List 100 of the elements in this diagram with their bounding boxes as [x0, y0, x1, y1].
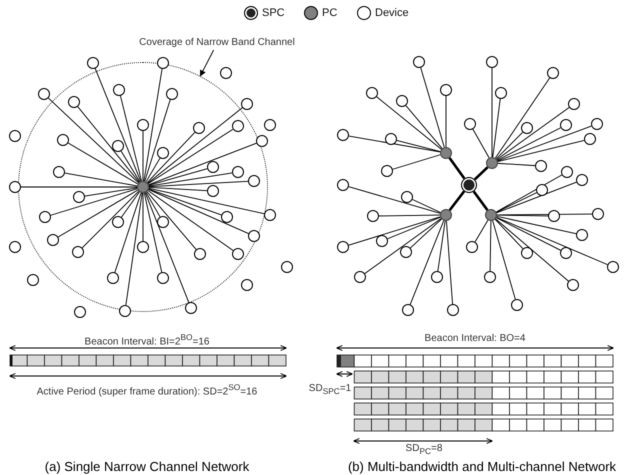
- link-line: [496, 216, 608, 266]
- device-node: [486, 56, 498, 68]
- link-line: [58, 190, 138, 238]
- interval-label: SD$_{PC}$=8: [406, 443, 442, 457]
- link-line: [144, 99, 171, 182]
- device-node: [381, 165, 393, 177]
- device-node: [157, 272, 169, 284]
- device-node: [281, 261, 293, 273]
- device-node: [232, 120, 244, 132]
- device-node: [354, 271, 366, 283]
- device-node: [521, 247, 533, 259]
- device-node: [440, 84, 452, 96]
- link-line: [120, 150, 140, 182]
- device-node: [57, 134, 69, 146]
- link-line: [492, 220, 516, 300]
- pc-node: [486, 157, 498, 169]
- link-line: [396, 140, 441, 152]
- link-line: [496, 127, 562, 161]
- device-node: [193, 122, 205, 134]
- link-line: [348, 136, 441, 152]
- link-line: [496, 182, 577, 214]
- link-line: [497, 126, 592, 162]
- device-node: [157, 147, 169, 159]
- device-node: [560, 247, 572, 259]
- interval-label: Beacon Interval: BI=2$^{BO}$=16: [84, 332, 210, 348]
- device-node: [39, 211, 51, 223]
- link-line: [348, 186, 441, 214]
- link-line: [497, 140, 585, 162]
- device-node: [107, 272, 119, 284]
- link-line: [77, 106, 140, 183]
- device-node: [207, 161, 219, 173]
- device-node: [53, 166, 65, 178]
- device-node: [112, 140, 124, 152]
- thick-link-line: [474, 166, 489, 180]
- link-line: [495, 218, 569, 282]
- device-node: [68, 96, 80, 108]
- device-node: [232, 248, 244, 260]
- link-line: [147, 190, 234, 251]
- link-line: [144, 68, 162, 182]
- link-line: [125, 192, 143, 306]
- link-line: [147, 107, 243, 184]
- device-node: [185, 302, 197, 314]
- link-line: [82, 190, 140, 248]
- legend-label: PC: [322, 7, 338, 19]
- link-line: [410, 220, 444, 305]
- link-line: [114, 192, 142, 273]
- link-line: [144, 192, 190, 303]
- link-line: [120, 95, 142, 182]
- link-line: [146, 191, 197, 250]
- link-line: [121, 191, 140, 218]
- link-line: [20, 186, 138, 188]
- device-node: [112, 216, 124, 228]
- device-node: [194, 248, 206, 260]
- link-line: [146, 192, 160, 218]
- device-node: [337, 241, 349, 253]
- device-node: [264, 119, 276, 131]
- caption: (a) Single Narrow Channel Network: [44, 459, 250, 475]
- link-line: [392, 154, 441, 170]
- link-line: [148, 188, 265, 214]
- link-line: [446, 220, 453, 304]
- device-node: [568, 98, 580, 110]
- link-line: [48, 98, 140, 184]
- link-line: [496, 132, 524, 160]
- thick-link-line: [448, 190, 466, 212]
- device-node: [366, 87, 378, 99]
- link-line: [496, 214, 592, 216]
- device-node: [72, 246, 84, 258]
- device-node: [561, 166, 573, 178]
- interval-label: SD$_{SPC}$=1: [308, 383, 352, 397]
- device-node: [536, 184, 548, 196]
- spc-node: [461, 177, 477, 193]
- link-line: [84, 187, 138, 197]
- link-line: [148, 188, 249, 234]
- interval-label: Beacon Interval: BO=4: [424, 333, 526, 344]
- link-line: [148, 180, 248, 188]
- device-node: [264, 209, 276, 221]
- device-node: [47, 234, 59, 246]
- link-line: [146, 158, 160, 182]
- device-node: [521, 122, 533, 134]
- interval-label: Active Period (super frame duration): SD=2$^{SO}$=16: [36, 382, 258, 398]
- device-node: [207, 185, 219, 197]
- link-line: [146, 132, 196, 184]
- device-node: [74, 306, 86, 318]
- link-line: [68, 142, 138, 184]
- device-node: [576, 229, 588, 241]
- device-node: [535, 160, 547, 172]
- device-node: [87, 57, 99, 69]
- device-node: [166, 88, 178, 100]
- link-line: [490, 220, 492, 272]
- device-node: [137, 241, 149, 253]
- link-line: [148, 172, 233, 187]
- device-node: [591, 118, 603, 130]
- callout-label: Coverage of Narrow Band Channel: [122, 37, 312, 50]
- link-line: [94, 68, 142, 182]
- link-line: [496, 107, 570, 160]
- device-node: [337, 179, 349, 191]
- device-node: [396, 95, 408, 107]
- link-line: [496, 216, 577, 234]
- pc-node: [440, 147, 452, 159]
- legend-label: Device: [375, 7, 409, 19]
